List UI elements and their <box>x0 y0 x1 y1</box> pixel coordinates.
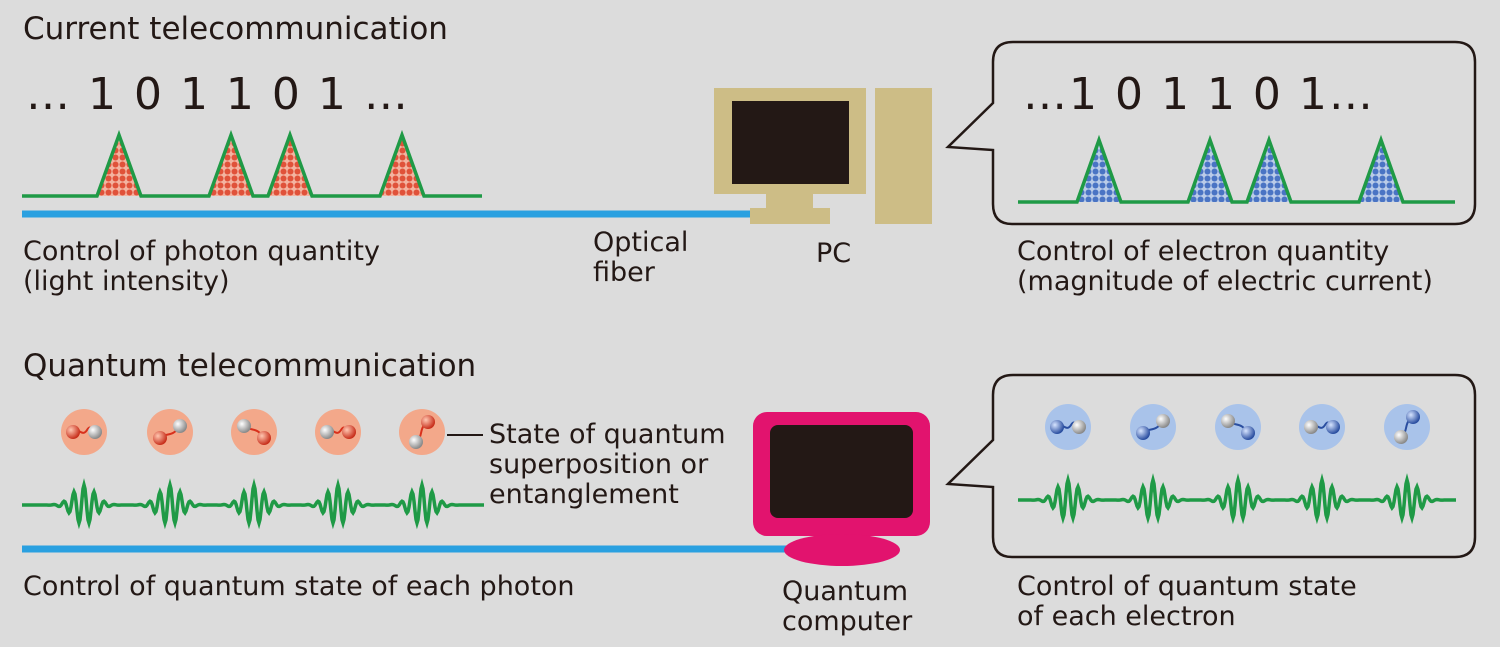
photon-state-icons <box>61 409 445 455</box>
pc-label: PC <box>816 238 852 269</box>
electron-state-icon <box>1215 404 1261 450</box>
quantum-electron-caption-line-2: of each electron <box>1017 601 1236 633</box>
quantum-computer-icon <box>753 412 930 566</box>
quantum-telecom-title: Quantum telecommunication <box>23 348 477 384</box>
bits-right: …1 0 1 1 0 1… <box>1023 69 1375 120</box>
quantum-computer-label-line-2: computer <box>782 606 913 638</box>
speech-bubble-quantum <box>945 373 1477 559</box>
photon-state-icon <box>231 409 277 455</box>
state-label-line-1: State of quantum <box>489 419 726 450</box>
electron-wave-signal <box>1018 473 1456 525</box>
photon-state-icon <box>61 409 107 455</box>
electron-caption-line-2: (magnitude of electric current) <box>1017 266 1433 298</box>
speech-bubble-current <box>945 40 1477 226</box>
bits-left: … 1 0 1 1 0 1 … <box>26 69 410 120</box>
quantum-computer-label-line-1: Quantum <box>782 576 909 607</box>
electron-state-icons <box>1045 404 1430 450</box>
electron-state-icon <box>1130 404 1176 450</box>
optical-fiber-label: Optical fiber <box>593 227 689 289</box>
pc-icon <box>714 88 932 224</box>
quantum-photon-caption: Control of quantum state of each photon <box>23 571 575 602</box>
electron-state-icon <box>1045 404 1091 450</box>
electron-caption: Control of electron quantity (magnitude … <box>1017 236 1433 298</box>
quantum-electron-caption: Control of quantum state of each electro… <box>1017 571 1357 633</box>
quantum-electron-caption-line-1: Control of quantum state <box>1017 571 1357 602</box>
photon-caption-line-2: (light intensity) <box>23 266 230 298</box>
photon-wave-signal <box>22 478 484 530</box>
quantum-computer-label: Quantum computer <box>782 576 913 638</box>
state-label-line-2: superposition or <box>489 449 709 481</box>
photon-state-icon <box>147 409 193 455</box>
electron-state-icon <box>1384 404 1430 450</box>
fiber-label-line-1: Optical <box>593 227 689 258</box>
electron-caption-line-1: Control of electron quantity <box>1017 236 1390 267</box>
electron-state-icon <box>1299 404 1345 450</box>
photon-state-icon <box>399 409 445 455</box>
state-label: State of quantum superposition or entang… <box>489 419 726 511</box>
state-label-line-3: entanglement <box>489 479 679 511</box>
current-telecom-title: Current telecommunication <box>23 11 448 47</box>
photon-state-icon <box>315 409 361 455</box>
photon-pulse-signal <box>22 129 482 198</box>
photon-caption: Control of photon quantity (light intens… <box>23 236 380 298</box>
fiber-label-line-2: fiber <box>593 257 655 289</box>
electron-pulse-signal <box>1018 134 1455 204</box>
photon-caption-line-1: Control of photon quantity <box>23 236 380 267</box>
